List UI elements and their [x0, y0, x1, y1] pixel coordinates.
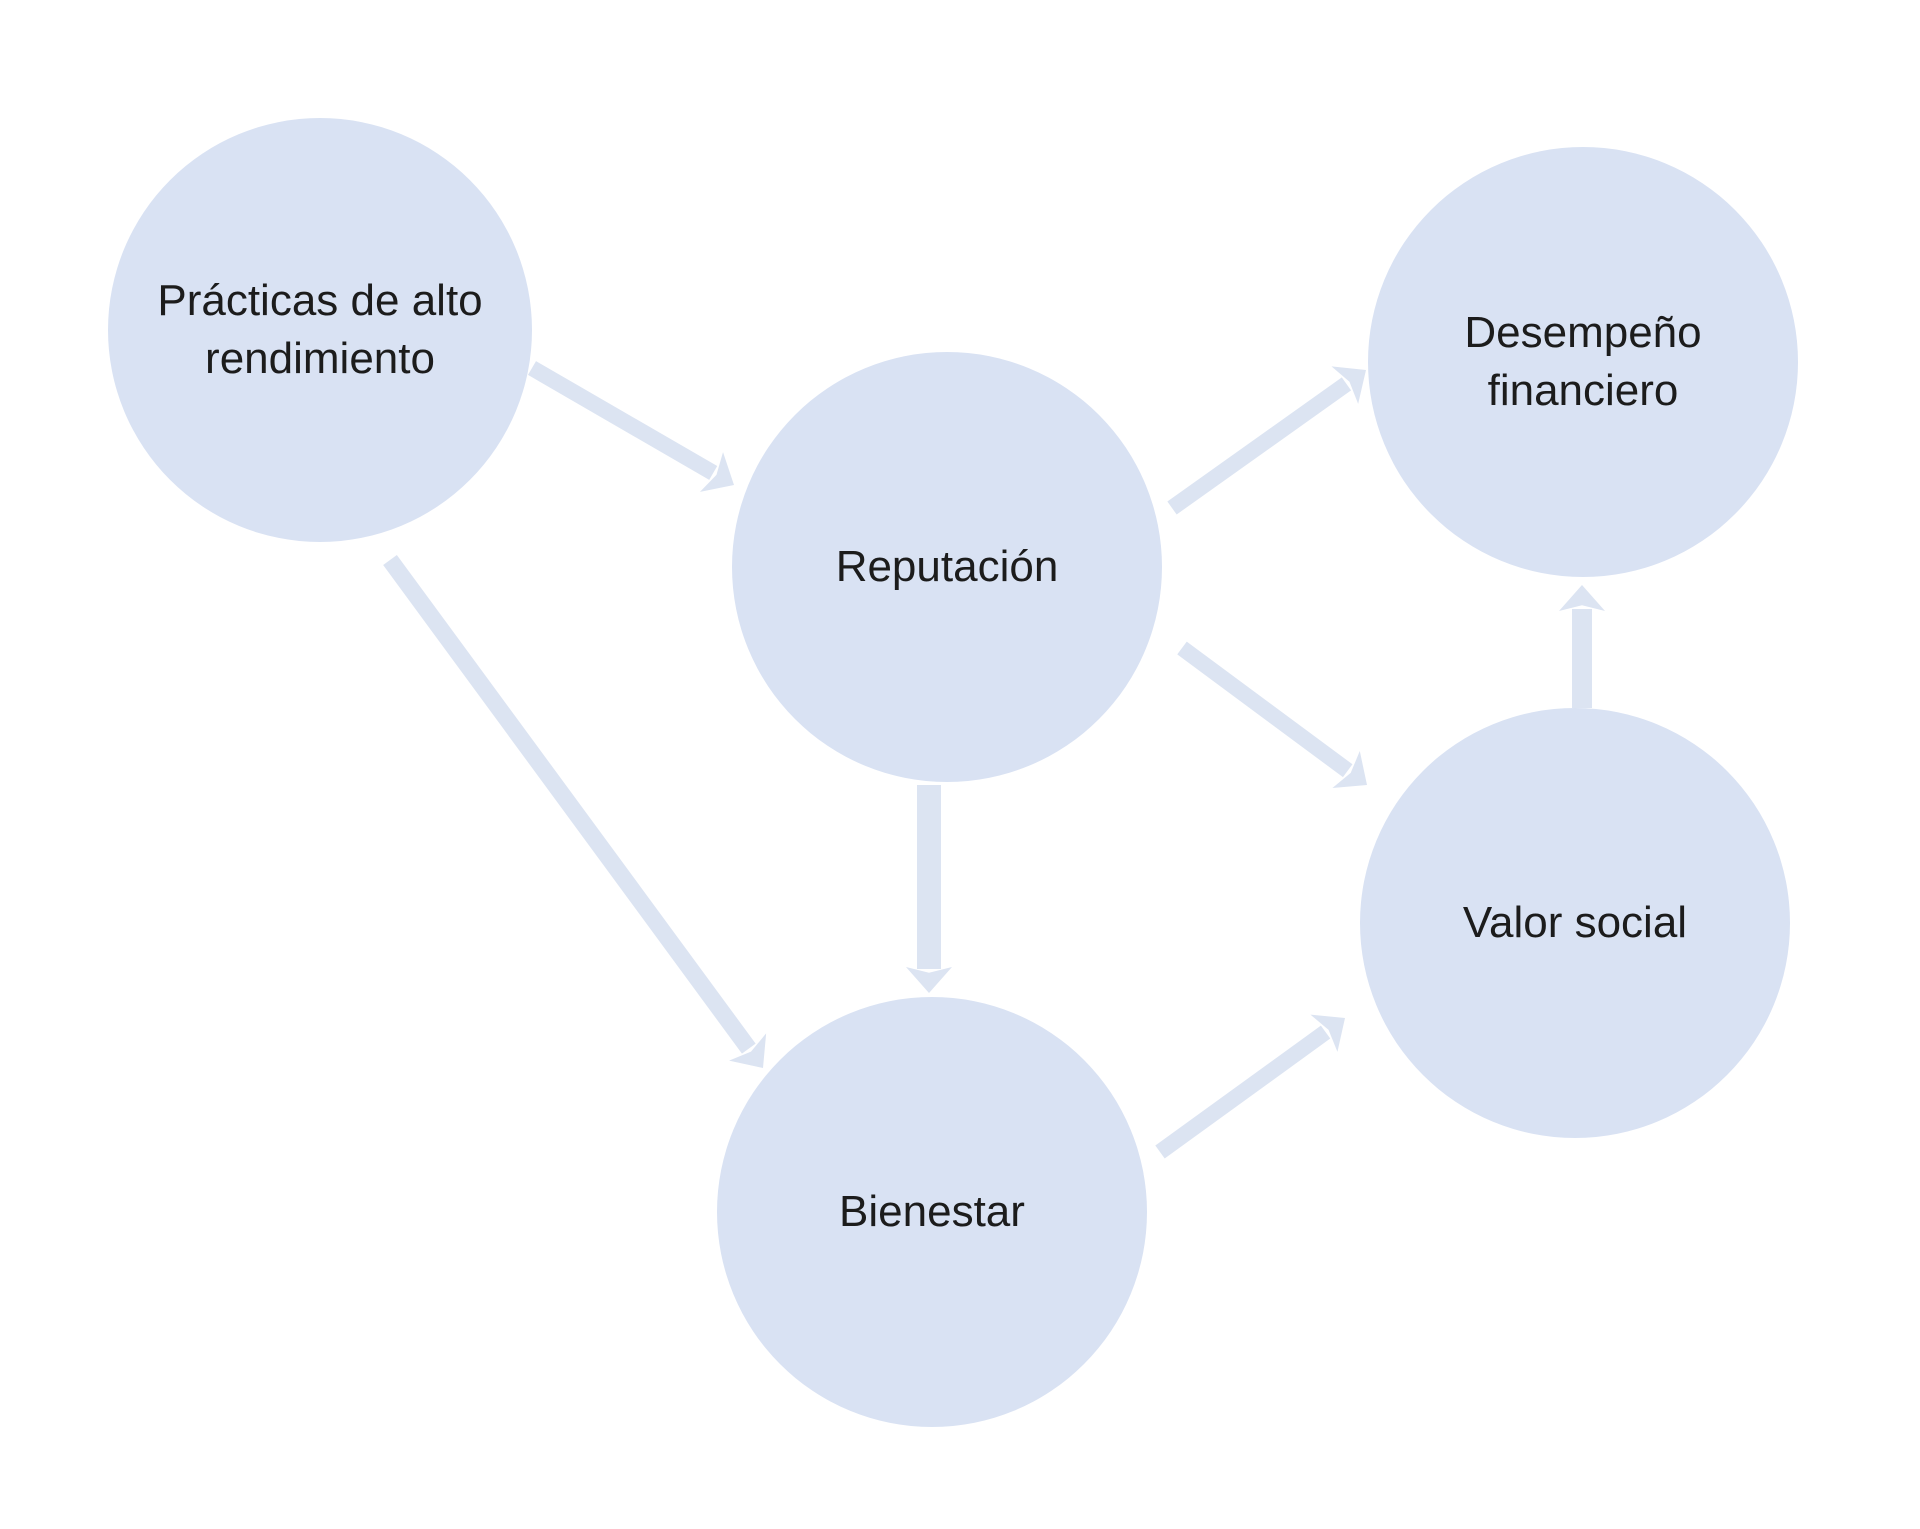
node-bienestar: Bienestar: [717, 997, 1147, 1427]
arrow-reputacion-to-desempeno: [1167, 366, 1366, 515]
arrow-reputacion-to-valor: [1177, 641, 1367, 789]
arrow-bienestar-to-valor: [1155, 1014, 1345, 1159]
node-desempeno-financiero: Desempeño financiero: [1368, 147, 1798, 577]
arrow-practicas-to-bienestar: [383, 554, 767, 1068]
node-label-practicas: Prácticas de alto rendimiento: [157, 275, 483, 383]
node-reputacion: Reputación: [732, 352, 1162, 782]
arrow-practicas-to-reputacion: [527, 361, 734, 492]
node-valor-social: Valor social: [1360, 708, 1790, 1138]
arrow-reputacion-to-bienestar: [906, 785, 952, 993]
arrow-valor-to-desempeno: [1559, 585, 1605, 708]
node-label-reputacion: Reputación: [835, 541, 1059, 591]
node-practicas-de-alto-rendimiento: Prácticas de alto rendimiento: [108, 118, 532, 542]
node-label-valor-social: Valor social: [1462, 897, 1688, 947]
node-label-bienestar: Bienestar: [839, 1186, 1025, 1236]
node-label-desempeno: Desempeño financiero: [1464, 307, 1702, 415]
